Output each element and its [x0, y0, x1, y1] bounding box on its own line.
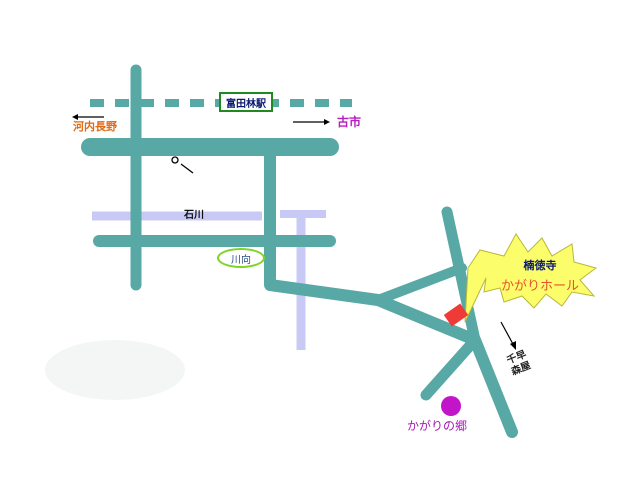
- direction-arrow-head: [510, 341, 516, 350]
- hall-callout-text: 楠徳寺 かがりホール: [480, 257, 600, 294]
- road-fork-upper: [373, 263, 467, 305]
- sato-label: かがりの郷: [407, 419, 468, 433]
- hall-sub-label: 楠徳寺: [523, 259, 557, 272]
- hall-location-marker: [443, 303, 469, 327]
- hall-burst-callout: [464, 233, 598, 323]
- direction-arrow: [500, 321, 515, 347]
- station-label: 富田林駅: [219, 92, 273, 112]
- sato-location-dot: [441, 396, 461, 416]
- pointer-arrow: [180, 163, 194, 174]
- road-diagonal-north: [441, 206, 481, 346]
- east-arrow-head: [324, 119, 330, 125]
- small-circle-marker: [171, 156, 179, 164]
- ishikawa-label: 石川: [184, 210, 204, 221]
- road-southwest: [420, 334, 481, 401]
- background-smudge: [45, 340, 185, 400]
- west-direction-label: 河内長野: [73, 120, 117, 133]
- west-arrow-head: [72, 114, 78, 120]
- kawamukai-label: 川向: [217, 248, 265, 268]
- east-direction-label: 古市: [337, 115, 362, 129]
- hall-main-label: かがりホール: [500, 279, 579, 294]
